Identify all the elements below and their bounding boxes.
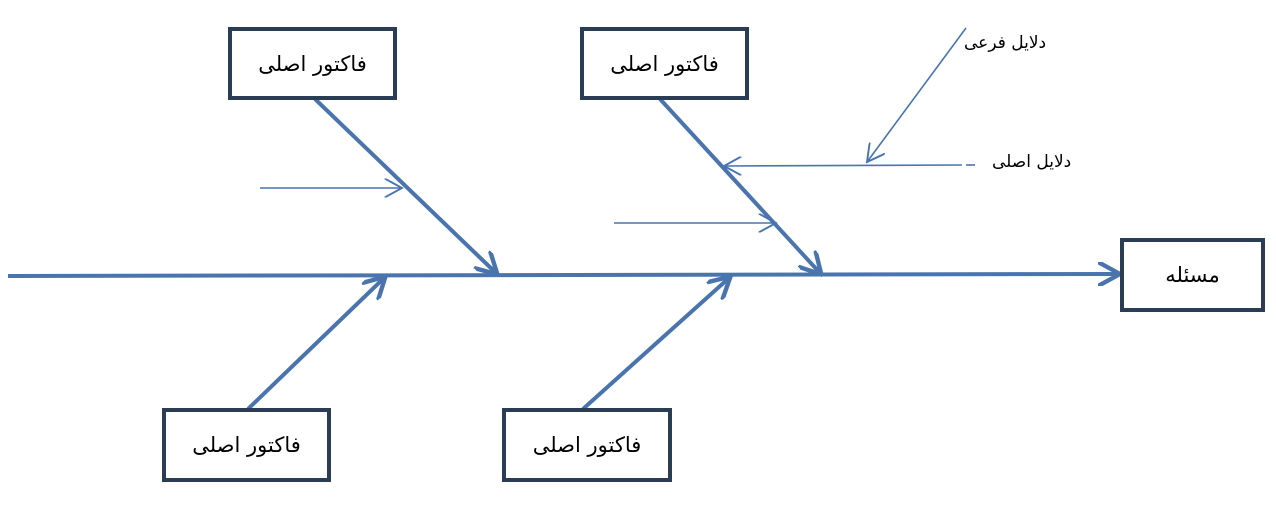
spine-arrow (7, 274, 1118, 276)
problem-box: مسئله (1120, 238, 1265, 312)
factor-label: فاکتور اصلی (532, 433, 642, 457)
sub-cause-arrow (867, 27, 967, 162)
main-cause-label: دلایل اصلی (992, 152, 1072, 172)
factor-label: فاکتور اصلی (258, 51, 367, 76)
factor-box-bottom-left: فاکتور اصلی (162, 408, 331, 482)
factor-box-top-left: فاکتور اصلی (228, 27, 397, 100)
factor-label: فاکتور اصلی (610, 51, 719, 76)
bone-top-left (313, 97, 496, 273)
factor-box-top-right: فاکتور اصلی (580, 27, 749, 100)
bone-bottom-right (581, 278, 729, 411)
sub-cause-label: دلایل فرعی (964, 33, 1047, 53)
bone-bottom-left (246, 278, 384, 411)
bone-top-right (658, 97, 820, 273)
problem-label: مسئله (1165, 263, 1220, 287)
factor-box-bottom-right: فاکتور اصلی (502, 408, 672, 482)
factor-label: فاکتور اصلی (192, 433, 301, 457)
main-cause-arrow (724, 165, 963, 166)
